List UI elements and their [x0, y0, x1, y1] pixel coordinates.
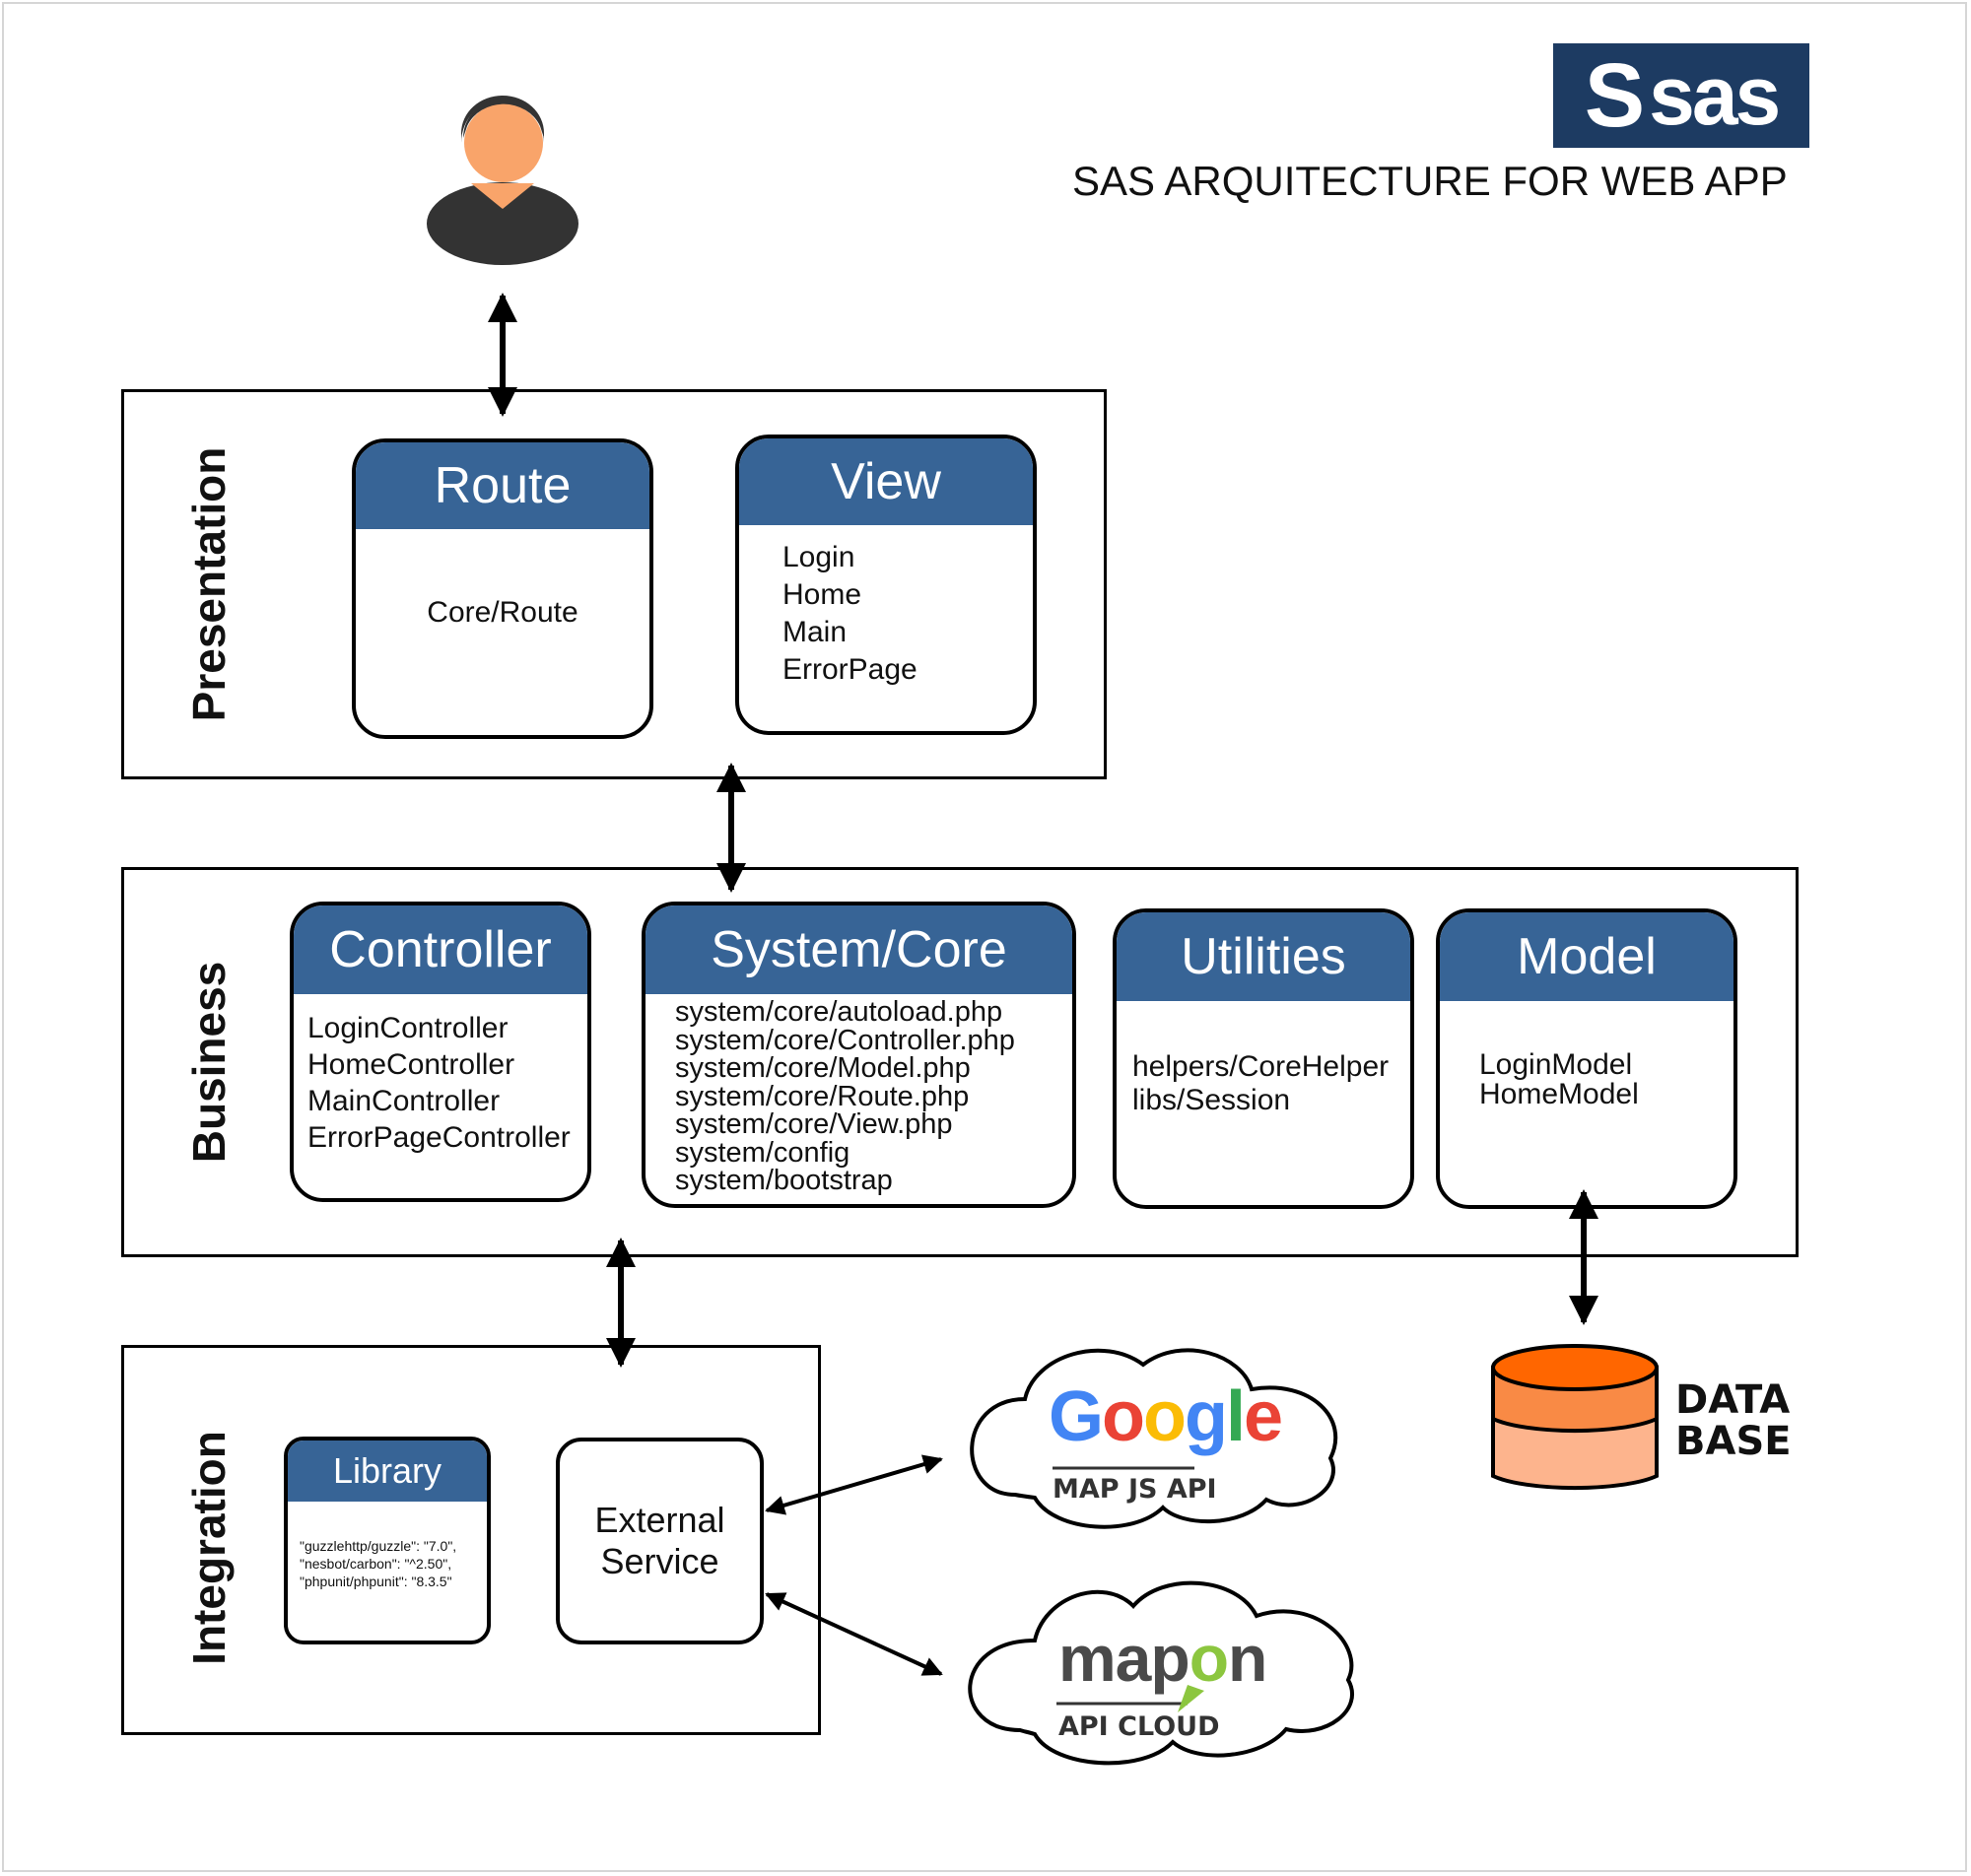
model-item: HomeModel [1479, 1078, 1639, 1110]
mapon-logo-o: o [1189, 1622, 1229, 1695]
system-core-item: system/core/Controller.php [675, 1024, 1015, 1056]
google-letter: o [1143, 1377, 1187, 1456]
diagram-title: SAS ARQUITECTURE FOR WEB APP [1072, 158, 1788, 204]
controller-item: HomeController [307, 1048, 515, 1081]
mapon-caption: API CLOUD [1058, 1711, 1220, 1742]
controller-item: MainController [307, 1085, 501, 1117]
google-letter: G [1049, 1377, 1104, 1456]
google-logo: Google [1049, 1381, 1283, 1452]
database-label-line: BASE [1675, 1419, 1792, 1464]
controller-header: Controller [294, 905, 587, 994]
library-component: Library "guzzlehttp/guzzle": "7.0", "nes… [284, 1437, 491, 1644]
library-header: Library [288, 1440, 487, 1502]
controller-component: Controller LoginController HomeControlle… [290, 902, 591, 1202]
google-letter: o [1102, 1377, 1145, 1456]
view-item: Main [782, 616, 848, 648]
view-item: Home [782, 578, 862, 611]
system-core-item: system/core/Route.php [675, 1080, 970, 1112]
sas-logo-text: sas [1649, 49, 1781, 142]
controller-item: LoginController [307, 1012, 509, 1044]
route-item: Core/Route [427, 596, 578, 629]
sas-logo: S sas [1553, 43, 1809, 148]
library-item: "guzzlehttp/guzzle": "7.0", [300, 1538, 457, 1554]
system-core-header: System/Core [646, 905, 1072, 994]
controller-body: LoginController HomeController MainContr… [294, 994, 587, 1156]
mapon-logo-start: map [1058, 1622, 1190, 1695]
database-top [1491, 1344, 1659, 1391]
google-caption: MAP JS API [1053, 1474, 1217, 1505]
database-label-line: DATA [1675, 1377, 1791, 1423]
google-cloud [970, 1348, 1338, 1529]
external-service-box: External Service [556, 1438, 764, 1644]
user-icon-head [464, 103, 543, 182]
route-component: Route Core/Route [352, 438, 653, 739]
user-icon-collar [471, 183, 534, 209]
model-item: LoginModel [1479, 1048, 1633, 1081]
mapon-pin-tail [1178, 1685, 1204, 1712]
controller-item: ErrorPageController [307, 1121, 571, 1154]
library-body: "guzzlehttp/guzzle": "7.0", "nesbot/carb… [288, 1502, 487, 1590]
utilities-item: libs/Session [1132, 1084, 1291, 1116]
system-core-item: system/core/Model.php [675, 1052, 971, 1084]
database-layer-bottom [1491, 1417, 1659, 1491]
system-core-item: system/bootstrap [675, 1165, 893, 1196]
mapon-cloud [968, 1580, 1354, 1766]
model-component: Model LoginModel HomeModel [1436, 908, 1737, 1209]
arrow-external-mapon [765, 1592, 943, 1676]
mapon-cloud-shape [968, 1580, 1354, 1766]
view-header: View [739, 438, 1033, 525]
view-component: View Login Home Main ErrorPage [735, 435, 1037, 735]
system-core-component: System/Core system/core/autoload.php sys… [642, 902, 1076, 1208]
user-icon-body [427, 182, 578, 265]
arrow-external-google [765, 1454, 943, 1515]
utilities-header: Utilities [1117, 912, 1410, 1001]
database-icon [1491, 1344, 1659, 1491]
system-core-item: system/core/autoload.php [675, 996, 1003, 1028]
utilities-body: helpers/CoreHelper libs/Session [1117, 1001, 1410, 1117]
google-cloud-shape [970, 1348, 1338, 1529]
mapon-logo: mapon [1058, 1626, 1267, 1691]
model-body: LoginModel HomeModel [1440, 1001, 1733, 1109]
utilities-item: helpers/CoreHelper [1132, 1050, 1390, 1083]
view-item: ErrorPage [782, 653, 918, 686]
system-core-item: system/config [675, 1136, 850, 1169]
sas-logo-mark: S [1584, 45, 1646, 146]
external-service-label: External [594, 1500, 725, 1540]
library-item: "phpunit/phpunit": "8.3.5" [300, 1574, 452, 1589]
google-letter: l [1225, 1377, 1246, 1456]
mapon-logo-end: n [1228, 1622, 1267, 1695]
view-item: Login [782, 541, 855, 573]
database-label: DATA BASE [1675, 1379, 1792, 1462]
library-item: "nesbot/carbon": "^2.50", [300, 1556, 452, 1572]
utilities-component: Utilities helpers/CoreHelper libs/Sessio… [1113, 908, 1414, 1209]
route-header: Route [356, 442, 649, 529]
system-core-item: system/core/View.php [675, 1108, 953, 1140]
route-body: Core/Route [356, 529, 649, 632]
model-header: Model [1440, 912, 1733, 1001]
system-core-body: system/core/autoload.php system/core/Con… [646, 994, 1072, 1195]
external-service-label: Service [600, 1541, 719, 1581]
google-letter: e [1243, 1377, 1283, 1456]
user-icon [427, 96, 578, 265]
view-body: Login Home Main ErrorPage [739, 525, 1033, 689]
user-icon-hair-top [463, 99, 544, 138]
google-letter: g [1184, 1377, 1228, 1456]
